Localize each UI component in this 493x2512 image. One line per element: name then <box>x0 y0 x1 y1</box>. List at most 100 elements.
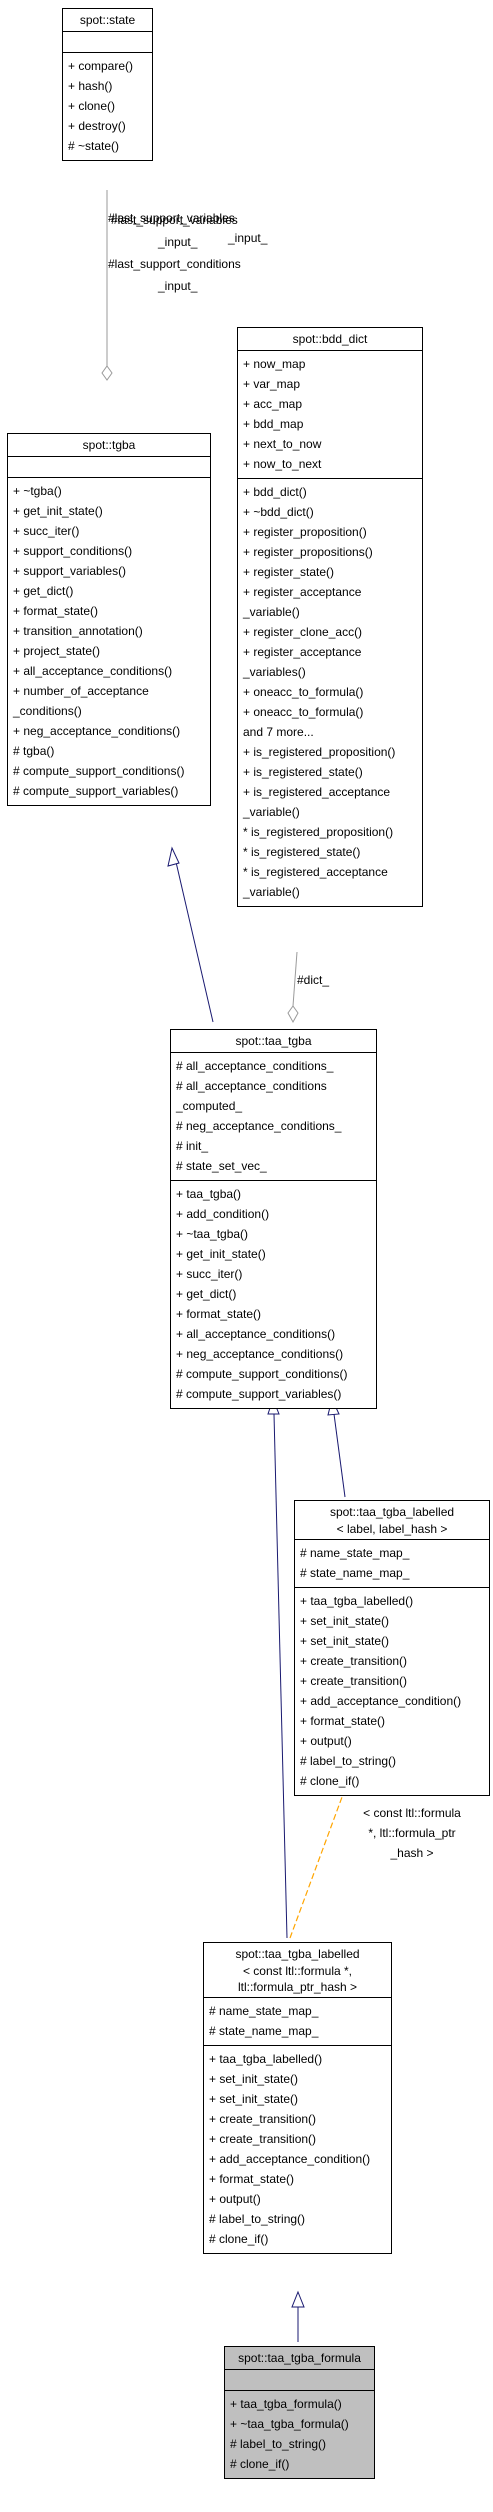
template-arg-line-1: < const ltl::formula <box>363 1806 461 1820</box>
method-add-acceptance-condition: + add_acceptance_condition() <box>209 2152 371 2166</box>
method-number-of-acceptance: + number_of_acceptance <box>13 684 149 698</box>
class-name: spot::taa_tgba_labelled <box>235 1947 360 1961</box>
method-get-dict: + get_dict() <box>176 1287 237 1301</box>
class-box-taa-tgba-labelled-generic[interactable]: spot::taa_tgba_labelled< label, label_ha… <box>294 1500 490 1796</box>
method-create-transition: + create_transition() <box>300 1654 408 1668</box>
class-box-taa-tgba-labelled-ltl[interactable]: spot::taa_tgba_labelled< const ltl::form… <box>203 1942 392 2254</box>
template-parameters: < label, label_hash > <box>336 1522 448 1536</box>
class-box-spot-bdd-dict[interactable]: spot::bdd_dict+ now_map+ var_map+ acc_ma… <box>237 327 423 907</box>
attribute-all-acceptance-conditions: # all_acceptance_conditions <box>176 1079 327 1093</box>
edge-label-template-args: < const ltl::formula *, ltl::formula_ptr… <box>352 1803 472 1863</box>
method-clone-if: # clone_if() <box>230 2457 290 2471</box>
class-title: spot::tgba <box>8 434 210 456</box>
attribute-state-name-map: # state_name_map_ <box>300 1566 410 1580</box>
attribute-now-map: + now_map <box>243 357 306 371</box>
edge-label-last-support: #last_support_variables _input_ <box>108 208 267 248</box>
method-compute-support-conditions: # compute_support_conditions() <box>13 764 185 778</box>
template-parameters: < const ltl::formula *, <box>242 1964 353 1978</box>
class-name: spot::taa_tgba <box>235 1034 312 1048</box>
edge-label-support-variables: #last_support_variables <box>111 213 238 227</box>
methods-section: + taa_tgba() + add_condition() + ~taa_tgba… <box>171 1180 376 1408</box>
method-variable: _variable() <box>243 805 300 819</box>
attributes-section: + now_map+ var_map+ acc_map+ bdd_map+ ne… <box>238 350 422 478</box>
class-box-spot-taa-tgba[interactable]: spot::taa_tgba# all_acceptance_condition… <box>170 1029 377 1409</box>
class-box-spot-state[interactable]: spot::state+ compare()+ hash()+ clone()+… <box>62 8 153 161</box>
method-label-to-string: # label_to_string() <box>230 2437 327 2451</box>
method-and-7-more: and 7 more... <box>243 725 314 739</box>
methods-section: + bdd_dict()+ ~bdd_dict()+ register_prop… <box>238 478 422 906</box>
method-output: + output() <box>300 1734 352 1748</box>
edge-state-tgba <box>101 190 113 381</box>
method-taa-tgba-formula: + ~taa_tgba_formula() <box>230 2417 349 2431</box>
method-compare: + compare() <box>68 59 134 73</box>
attributes-section <box>225 2369 374 2390</box>
method-format-state: + format_state() <box>209 2172 295 2186</box>
methods-section: + taa_tgba_formula() + ~taa_tgba_formula(… <box>225 2390 374 2478</box>
method-tgba: # tgba() <box>13 744 55 758</box>
methods-section: + taa_tgba_labelled() + set_init_state() +… <box>204 2045 391 2253</box>
method-set-init-state: + set_init_state() <box>300 1634 390 1648</box>
edge-label-line: #last_support_variables <box>108 211 235 225</box>
method-add-acceptance-condition: + add_acceptance_condition() <box>300 1694 462 1708</box>
method-taa-tgba-formula: + taa_tgba_formula() <box>230 2397 342 2411</box>
attribute-next-to-now: + next_to_now <box>243 437 322 451</box>
method-compute-support-variables: # compute_support_variables() <box>13 784 179 798</box>
method-register-proposition: + register_proposition() <box>243 525 367 539</box>
method-succ-iter: + succ_iter() <box>176 1267 243 1281</box>
edge-formula-labelled-ltl <box>291 2290 305 2342</box>
method-is-registered-acceptance: + is_registered_acceptance <box>243 785 391 799</box>
method-taa-tgba: + ~taa_tgba() <box>176 1227 249 1241</box>
method-create-transition: + create_transition() <box>209 2132 317 2146</box>
method-conditions: _conditions() <box>13 704 82 718</box>
method-taa-tgba: + taa_tgba() <box>176 1187 242 1201</box>
attribute-bdd-map: + bdd_map <box>243 417 304 431</box>
method-format-state: + format_state() <box>300 1714 386 1728</box>
method-oneacc-to-formula: + oneacc_to_formula() <box>243 705 364 719</box>
method-transition-annotation: + transition_annotation() <box>13 624 143 638</box>
method-taa-tgba-labelled: + taa_tgba_labelled() <box>300 1594 414 1608</box>
method-is-registered-proposition: + is_registered_proposition() <box>243 745 396 759</box>
method-create-transition: + create_transition() <box>209 2112 317 2126</box>
attribute-state-set-vec: # state_set_vec_ <box>176 1159 267 1173</box>
class-name: spot::tgba <box>82 438 136 452</box>
class-title: spot::taa_tgba_labelled< label, label_ha… <box>295 1501 489 1539</box>
method-add-condition: + add_condition() <box>176 1207 270 1221</box>
class-title: spot::taa_tgba_formula <box>225 2347 374 2369</box>
method-set-init-state: + set_init_state() <box>209 2092 299 2106</box>
method-variable: _variable() <box>243 605 300 619</box>
method-neg-acceptance-conditions: + neg_acceptance_conditions() <box>176 1347 344 1361</box>
class-name: spot::taa_tgba_labelled <box>329 1505 455 1519</box>
attribute-init: # init_ <box>176 1139 209 1153</box>
edge-label-dict: #dict_ <box>297 973 330 987</box>
template-arg-line-2: *, ltl::formula_ptr <box>368 1826 456 1840</box>
method-compute-support-conditions: # compute_support_conditions() <box>176 1367 348 1381</box>
class-title: spot::taa_tgba <box>171 1030 376 1052</box>
class-box-spot-tgba[interactable]: spot::tgba+ ~tgba()+ get_init_state()+ s… <box>7 433 211 806</box>
class-name: spot::bdd_dict <box>292 332 368 346</box>
attribute-all-acceptance-conditions: # all_acceptance_conditions_ <box>176 1059 334 1073</box>
attributes-section: # name_state_map_ # state_name_map_ <box>204 1997 391 2045</box>
method-all-acceptance-conditions: + all_acceptance_conditions() <box>13 664 173 678</box>
methods-section: + compare()+ hash()+ clone()+ destroy()#… <box>63 52 152 160</box>
method-create-transition: + create_transition() <box>300 1674 408 1688</box>
method-register-acceptance: + register_acceptance <box>243 585 362 599</box>
method-neg-acceptance-conditions: + neg_acceptance_conditions() <box>13 724 181 738</box>
method-taa-tgba-labelled: + taa_tgba_labelled() <box>209 2052 323 2066</box>
attributes-section: # name_state_map_# state_name_map_ <box>295 1539 489 1587</box>
class-title: spot::state <box>63 9 152 31</box>
class-box-taa-tgba-formula[interactable]: spot::taa_tgba_formula+ taa_tgba_formula… <box>224 2346 375 2479</box>
method-is-registered-proposition: * is_registered_proposition() <box>243 825 394 839</box>
edge-labelled-ltl-taa-tgba <box>267 1397 288 1939</box>
edge-labelled-generic-taa-tgba <box>327 1397 346 1498</box>
method-bdd-dict: + ~bdd_dict() <box>243 505 314 519</box>
method-register-state: + register_state() <box>243 565 335 579</box>
method-tgba: + ~tgba() <box>13 484 62 498</box>
attributes-section: # all_acceptance_conditions_ # all_accept… <box>171 1052 376 1180</box>
class-title: spot::taa_tgba_labelled< const ltl::form… <box>204 1943 391 1997</box>
method-get-dict: + get_dict() <box>13 584 74 598</box>
methods-section: + taa_tgba_labelled() + set_init_state() +… <box>295 1587 489 1795</box>
method-state: # ~state() <box>68 139 120 153</box>
attribute-state-name-map: # state_name_map_ <box>209 2024 319 2038</box>
attribute-name-state-map: # name_state_map_ <box>209 2004 319 2018</box>
method-register-clone-acc: + register_clone_acc() <box>243 625 363 639</box>
